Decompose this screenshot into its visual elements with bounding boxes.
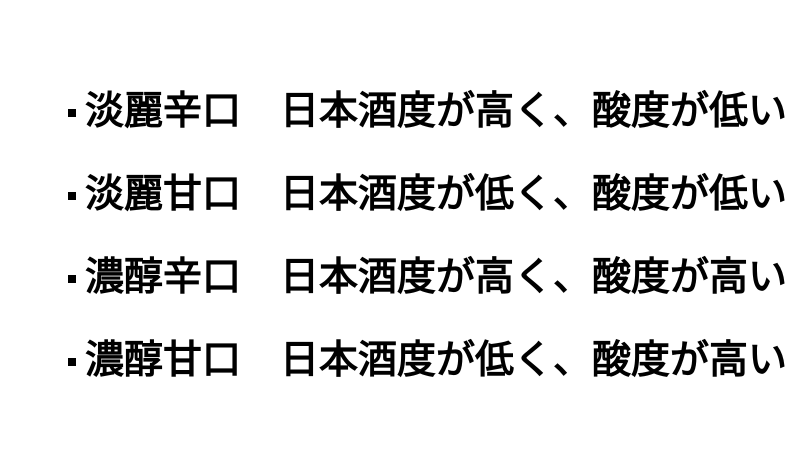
square-bullet-icon bbox=[68, 191, 76, 200]
list-item-text: 濃醇辛口日本酒度が高く、酸度が高い bbox=[85, 258, 787, 297]
square-bullet-icon bbox=[68, 274, 76, 283]
list-item: 濃醇辛口日本酒度が高く、酸度が高い bbox=[68, 236, 787, 319]
list-item: 淡麗辛口日本酒度が高く、酸度が低い bbox=[68, 70, 787, 153]
taste-category-list: 淡麗辛口日本酒度が高く、酸度が低い 淡麗甘口日本酒度が低く、酸度が低い 濃醇辛口… bbox=[68, 70, 787, 402]
square-bullet-icon bbox=[68, 357, 76, 366]
category-term: 淡麗辛口 bbox=[85, 89, 242, 134]
square-bullet-icon bbox=[68, 108, 76, 117]
category-description: 日本酒度が高く、酸度が高い bbox=[280, 255, 788, 300]
category-term: 淡麗甘口 bbox=[85, 172, 242, 217]
category-term: 濃醇甘口 bbox=[85, 338, 242, 383]
list-item: 濃醇甘口日本酒度が低く、酸度が高い bbox=[68, 319, 787, 402]
list-item-text: 淡麗辛口日本酒度が高く、酸度が低い bbox=[85, 92, 787, 131]
category-description: 日本酒度が高く、酸度が低い bbox=[280, 89, 788, 134]
list-item: 淡麗甘口日本酒度が低く、酸度が低い bbox=[68, 153, 787, 236]
list-item-text: 淡麗甘口日本酒度が低く、酸度が低い bbox=[85, 175, 787, 214]
category-description: 日本酒度が低く、酸度が高い bbox=[280, 338, 788, 383]
list-item-text: 濃醇甘口日本酒度が低く、酸度が高い bbox=[85, 341, 787, 380]
category-description: 日本酒度が低く、酸度が低い bbox=[280, 172, 788, 217]
category-term: 濃醇辛口 bbox=[85, 255, 242, 300]
